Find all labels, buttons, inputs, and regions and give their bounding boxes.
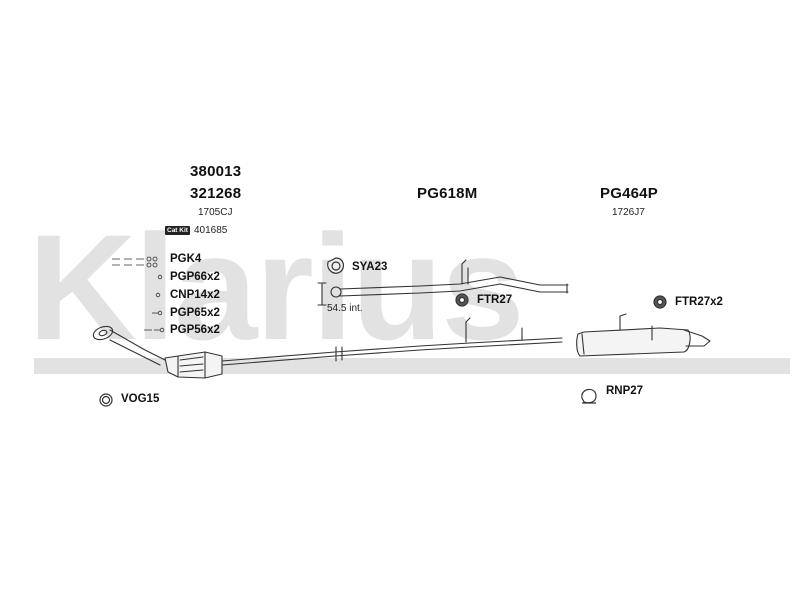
sya-clamp-icon [327,257,345,274]
ftr-label-rear: FTR27x2 [675,296,723,308]
fitting-label: PGP66x2 [170,271,220,283]
pipe-hanger [465,317,523,343]
front-pipe [109,329,166,366]
fitting-label: PGP56x2 [170,324,220,336]
ftr-label-middle: FTR27 [477,294,513,306]
dimension-marker [317,282,327,306]
part-number-pg464p: PG464P [600,185,658,202]
intermediate-pipe [221,337,563,366]
fitting-bolt-icons [112,256,165,333]
rnp-label: RNP27 [606,385,644,397]
ftr-rubber-icon [455,293,469,307]
pipe-clamp [335,346,343,362]
rnp-ring-icon [581,388,597,404]
reference-1705cj: 1705CJ [198,207,233,218]
vog-label: VOG15 [121,393,160,405]
fitting-label: PGK4 [170,253,202,265]
sya-label: SYA23 [352,261,388,273]
fitting-label: CNP14x2 [170,289,220,301]
rear-silencer [576,313,711,357]
brand-watermark: Klarius [28,203,525,371]
front-flange [92,325,114,341]
catalytic-converter [164,351,223,379]
part-number-321268: 321268 [190,185,242,202]
middle-pipe [330,259,569,298]
ftr-rubber-icon-rear [653,295,667,309]
watermark-underline [34,358,790,374]
vog-ring-icon [99,393,113,407]
fitting-label: PGP65x2 [170,307,220,319]
reference-1726j7: 1726J7 [612,207,645,218]
cat-kit-badge: Cat Kit [165,225,190,235]
part-number-pg618m: PG618M [417,185,478,202]
part-number-380013: 380013 [190,163,242,180]
dimension-note: 54.5 int. [327,303,363,314]
cat-kit-number: 401685 [193,225,228,236]
